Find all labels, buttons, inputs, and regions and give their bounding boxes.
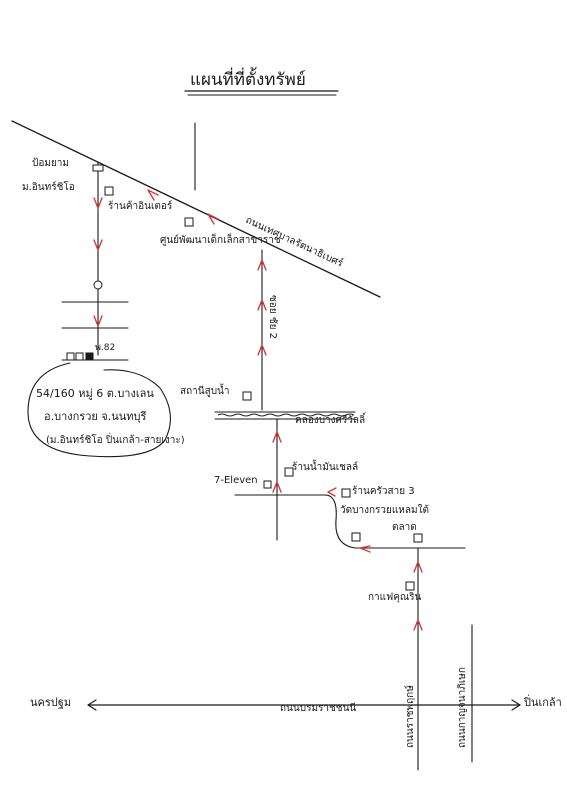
pump-station-marker — [242, 391, 252, 401]
gas-shop-marker — [284, 467, 294, 477]
coffee-marker — [405, 581, 415, 591]
kitchen-shop-marker — [341, 488, 351, 498]
temple-label: วัดบางกรวยแหลมใต้ — [340, 504, 429, 516]
right-arrowhead — [511, 699, 521, 711]
village-label: ม.อินทร์ชิโอ — [22, 180, 75, 193]
seven-eleven-marker — [263, 480, 272, 489]
route-arrow-2 — [413, 561, 423, 573]
school-marker — [184, 217, 194, 227]
shop-top-marker — [104, 186, 114, 196]
address-line-1: 54/160 หมู่ 6 ต.บางเลน — [36, 387, 154, 400]
route-arrow-14 — [93, 315, 103, 327]
kitchen-shop-label: ร้านครัวสาย 3 — [352, 485, 415, 497]
route-arrow-7 — [257, 344, 267, 356]
bottom-road-label: ถนนบรมราชชนนี — [280, 702, 356, 714]
soi-label: ซอย ชัย 2 — [267, 295, 278, 339]
guard-post-marker — [92, 164, 104, 172]
route-arrow-10 — [207, 213, 219, 225]
route-arrow-11 — [147, 189, 159, 201]
pump-station-label: สถานีสูบน้ำ — [180, 383, 230, 397]
market-label: ตลาด — [392, 522, 417, 533]
coffee-label: กาแฟคุณริน — [368, 592, 422, 603]
route-arrow-5 — [272, 481, 282, 493]
route-arrow-4 — [327, 487, 337, 497]
right-city-label: ปิ่นเกล้า — [523, 694, 562, 709]
plot-box-2 — [75, 352, 84, 361]
route-arrow-1 — [413, 619, 423, 631]
address-line-2: อ.บางกรวย จ.นนทบุรี — [44, 410, 147, 423]
plot-box-1 — [66, 352, 75, 361]
target-plot-marker — [85, 352, 94, 361]
road-v1-label: ถนนราชพฤกษ์ — [404, 685, 416, 748]
route-arrow-12 — [93, 197, 103, 209]
curved-road — [324, 494, 466, 549]
plot-number-label: พ.82 — [95, 343, 115, 353]
temple-marker — [351, 532, 361, 542]
seven-eleven-label: 7-Eleven — [214, 475, 258, 486]
route-arrow-6 — [272, 431, 282, 443]
canal-label: คลองบางศรีวัลลิ์ — [295, 412, 367, 426]
gas-shop-label: ร้านน้ำมันเชลล์ — [292, 459, 358, 473]
route-arrow-3 — [359, 545, 371, 553]
map-title: แผนที่ที่ตั้งทรัพย์ — [190, 67, 306, 90]
route-arrow-9 — [257, 259, 267, 271]
route-arrows — [93, 189, 423, 631]
address-bubble — [27, 362, 171, 458]
route-arrow-8 — [257, 299, 267, 311]
guard-post-label: ป้อมยาม — [32, 157, 69, 169]
left-city-label: นครปฐม — [30, 696, 71, 709]
route-arrow-13 — [93, 239, 103, 251]
road-v2-label: ถนนกาญจนาภิเษก — [457, 667, 468, 748]
main-diagonal-road — [11, 120, 381, 298]
shop-top-label: ร้านค้าอินเตอร์ — [108, 200, 173, 212]
address-line-3: (ม.อินทร์ชิโอ ปิ่นเกล้า-สายเงาะ) — [46, 432, 185, 446]
roundabout-marker — [93, 280, 103, 290]
market-marker — [413, 533, 423, 543]
canal-water — [217, 413, 355, 417]
left-arrowhead — [87, 699, 97, 711]
school-label: ศูนย์พัฒนาเด็กเล็กสาขาราช — [160, 232, 281, 246]
